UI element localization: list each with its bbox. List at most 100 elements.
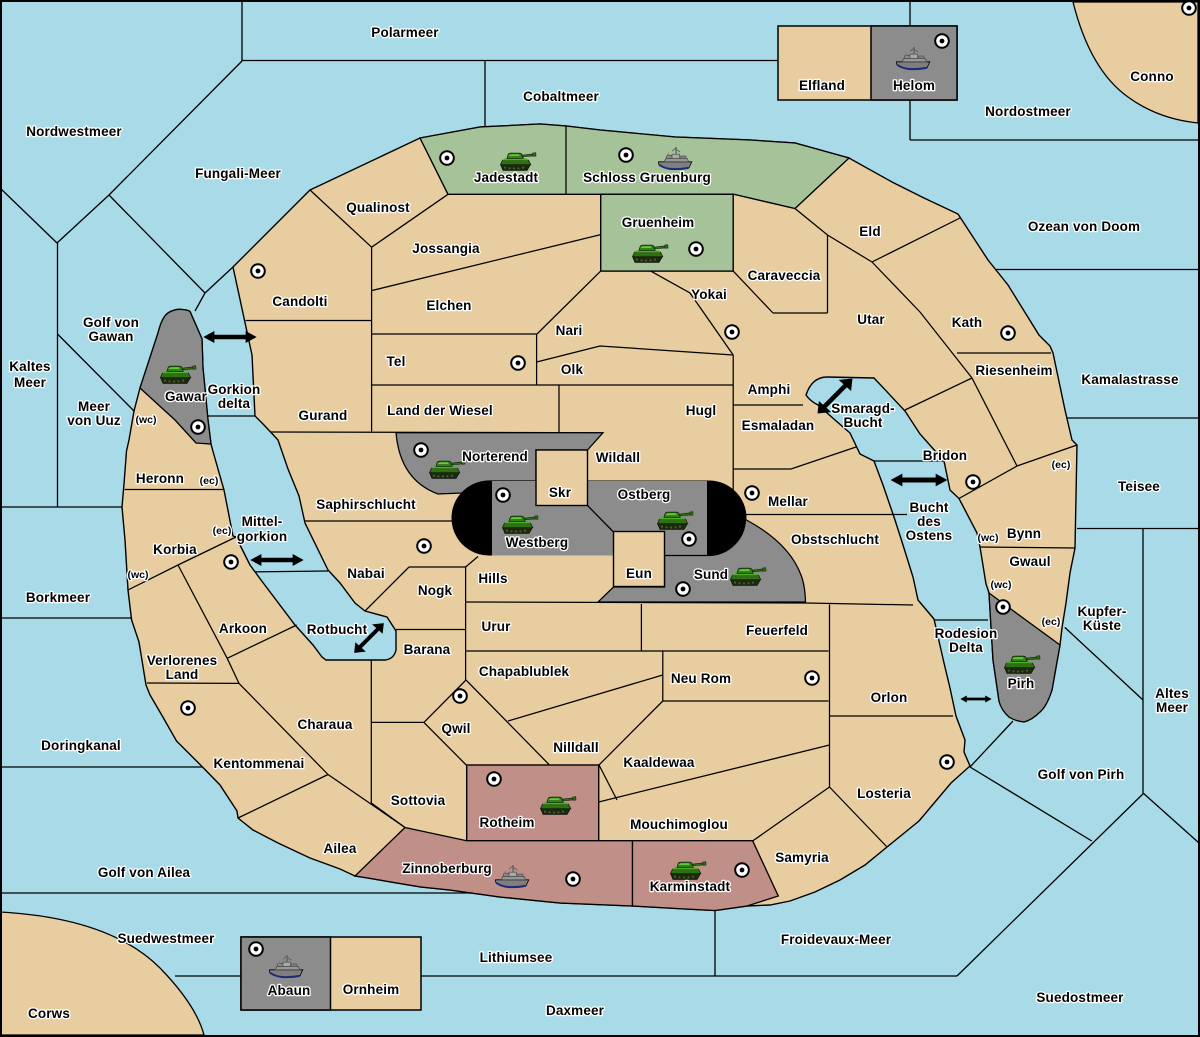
svg-text:delta: delta xyxy=(218,396,251,411)
svg-text:Rotbucht: Rotbucht xyxy=(307,622,368,637)
svg-text:Charaua: Charaua xyxy=(297,717,352,732)
svg-text:Gorkion: Gorkion xyxy=(208,382,261,397)
svg-text:Ozean von Doom: Ozean von Doom xyxy=(1028,219,1140,234)
svg-text:Nordwestmeer: Nordwestmeer xyxy=(26,124,122,139)
svg-text:von Uuz: von Uuz xyxy=(67,413,121,428)
svg-text:Losteria: Losteria xyxy=(857,786,911,801)
svg-text:Elfland: Elfland xyxy=(799,78,845,93)
svg-text:Esmaladan: Esmaladan xyxy=(742,418,815,433)
svg-text:Korbia: Korbia xyxy=(153,542,197,557)
svg-text:Suedostmeer: Suedostmeer xyxy=(1036,990,1124,1005)
svg-text:Ornheim: Ornheim xyxy=(343,982,400,997)
svg-text:Kamalastrasse: Kamalastrasse xyxy=(1081,372,1179,387)
svg-text:Cobaltmeer: Cobaltmeer xyxy=(523,89,599,104)
svg-text:Rotheim: Rotheim xyxy=(479,815,534,830)
svg-text:Tel: Tel xyxy=(387,354,406,369)
svg-text:Qwil: Qwil xyxy=(441,721,470,736)
svg-text:Doringkanal: Doringkanal xyxy=(41,738,121,753)
svg-text:Land der Wiesel: Land der Wiesel xyxy=(387,403,493,418)
svg-text:Yokai: Yokai xyxy=(691,287,727,302)
svg-text:Ostberg: Ostberg xyxy=(618,487,671,502)
svg-text:Chapablublek: Chapablublek xyxy=(479,664,570,679)
svg-text:Golf von Ailea: Golf von Ailea xyxy=(98,865,191,880)
svg-text:Bucht: Bucht xyxy=(844,415,883,430)
svg-text:Helom: Helom xyxy=(893,78,935,93)
svg-text:Hills: Hills xyxy=(478,571,507,586)
svg-text:Heronn: Heronn xyxy=(136,471,184,486)
svg-text:Bridon: Bridon xyxy=(923,448,967,463)
svg-text:Nari: Nari xyxy=(556,323,583,338)
svg-text:(ec): (ec) xyxy=(1042,616,1061,628)
svg-text:Urur: Urur xyxy=(481,619,511,634)
svg-text:Skr: Skr xyxy=(549,485,572,500)
svg-text:Daxmeer: Daxmeer xyxy=(546,1003,605,1018)
svg-text:Golf von Pirh: Golf von Pirh xyxy=(1038,767,1125,782)
svg-text:Riesenheim: Riesenheim xyxy=(975,363,1052,378)
svg-text:Candolti: Candolti xyxy=(272,294,327,309)
svg-text:Elchen: Elchen xyxy=(426,298,471,313)
svg-text:Conno: Conno xyxy=(1130,69,1174,84)
svg-text:Meer: Meer xyxy=(78,399,111,414)
svg-text:Norterend: Norterend xyxy=(462,449,528,464)
svg-text:Zinnoberburg: Zinnoberburg xyxy=(402,861,492,876)
svg-text:Polarmeer: Polarmeer xyxy=(371,25,439,40)
svg-text:Corws: Corws xyxy=(28,1006,70,1021)
svg-text:Neu Rom: Neu Rom xyxy=(671,671,731,686)
svg-text:Orlon: Orlon xyxy=(871,690,908,705)
svg-text:Gawan: Gawan xyxy=(88,329,133,344)
svg-text:(wc): (wc) xyxy=(128,569,149,581)
svg-text:(ec): (ec) xyxy=(1052,459,1071,471)
svg-text:(wc): (wc) xyxy=(978,532,999,544)
svg-text:Karminstadt: Karminstadt xyxy=(650,879,731,894)
svg-text:Borkmeer: Borkmeer xyxy=(26,590,91,605)
svg-text:Nabai: Nabai xyxy=(347,566,385,581)
svg-text:Abaun: Abaun xyxy=(268,983,311,998)
svg-text:Nogk: Nogk xyxy=(418,583,453,598)
svg-text:Mellar: Mellar xyxy=(768,494,809,509)
svg-text:Suedwestmeer: Suedwestmeer xyxy=(117,931,215,946)
svg-text:Fungali-Meer: Fungali-Meer xyxy=(195,166,281,181)
svg-text:Teisee: Teisee xyxy=(1118,479,1160,494)
svg-text:gorkion: gorkion xyxy=(237,529,288,544)
svg-text:Rodesion: Rodesion xyxy=(935,626,998,641)
svg-text:Olk: Olk xyxy=(561,362,584,377)
svg-text:Mouchimoglou: Mouchimoglou xyxy=(630,817,728,832)
svg-text:Altes: Altes xyxy=(1155,686,1189,701)
svg-text:Barana: Barana xyxy=(404,642,451,657)
svg-text:Smaragd-: Smaragd- xyxy=(831,401,894,416)
svg-text:Sottovia: Sottovia xyxy=(391,793,446,808)
svg-text:des: des xyxy=(917,514,941,529)
svg-text:Kaaldewaa: Kaaldewaa xyxy=(623,755,694,770)
svg-text:Jadestadt: Jadestadt xyxy=(474,170,539,185)
svg-text:Schloss Gruenburg: Schloss Gruenburg xyxy=(583,170,711,185)
svg-text:Kath: Kath xyxy=(952,315,983,330)
svg-text:Nilldall: Nilldall xyxy=(553,740,598,755)
svg-text:Meer: Meer xyxy=(14,375,47,390)
svg-text:Bucht: Bucht xyxy=(910,500,949,515)
svg-text:Eld: Eld xyxy=(859,224,880,239)
svg-text:Saphirschlucht: Saphirschlucht xyxy=(316,497,416,512)
svg-text:Küste: Küste xyxy=(1083,618,1122,633)
svg-text:Eun: Eun xyxy=(626,566,652,581)
svg-text:(ec): (ec) xyxy=(213,525,232,537)
svg-text:Jossangia: Jossangia xyxy=(412,241,480,256)
svg-text:Nordostmeer: Nordostmeer xyxy=(985,104,1071,119)
svg-text:Gruenheim: Gruenheim xyxy=(622,215,695,230)
svg-text:Gurand: Gurand xyxy=(299,408,348,423)
svg-text:Amphi: Amphi xyxy=(748,382,791,397)
svg-text:Hugl: Hugl xyxy=(686,403,717,418)
svg-text:Kentommenai: Kentommenai xyxy=(214,756,305,771)
svg-text:Gwaul: Gwaul xyxy=(1009,554,1050,569)
svg-text:Pirh: Pirh xyxy=(1008,676,1035,691)
svg-text:Wildall: Wildall xyxy=(596,450,640,465)
svg-text:Caraveccia: Caraveccia xyxy=(748,268,821,283)
svg-text:Golf von: Golf von xyxy=(83,315,139,330)
svg-text:Obstschlucht: Obstschlucht xyxy=(791,532,879,547)
svg-text:Samyria: Samyria xyxy=(775,850,829,865)
svg-text:Froidevaux-Meer: Froidevaux-Meer xyxy=(781,932,892,947)
svg-text:Lithiumsee: Lithiumsee xyxy=(480,950,553,965)
svg-text:Ailea: Ailea xyxy=(323,841,356,856)
svg-text:Westberg: Westberg xyxy=(506,535,568,550)
svg-text:Land: Land xyxy=(166,667,199,682)
svg-text:Mittel-: Mittel- xyxy=(242,514,283,529)
